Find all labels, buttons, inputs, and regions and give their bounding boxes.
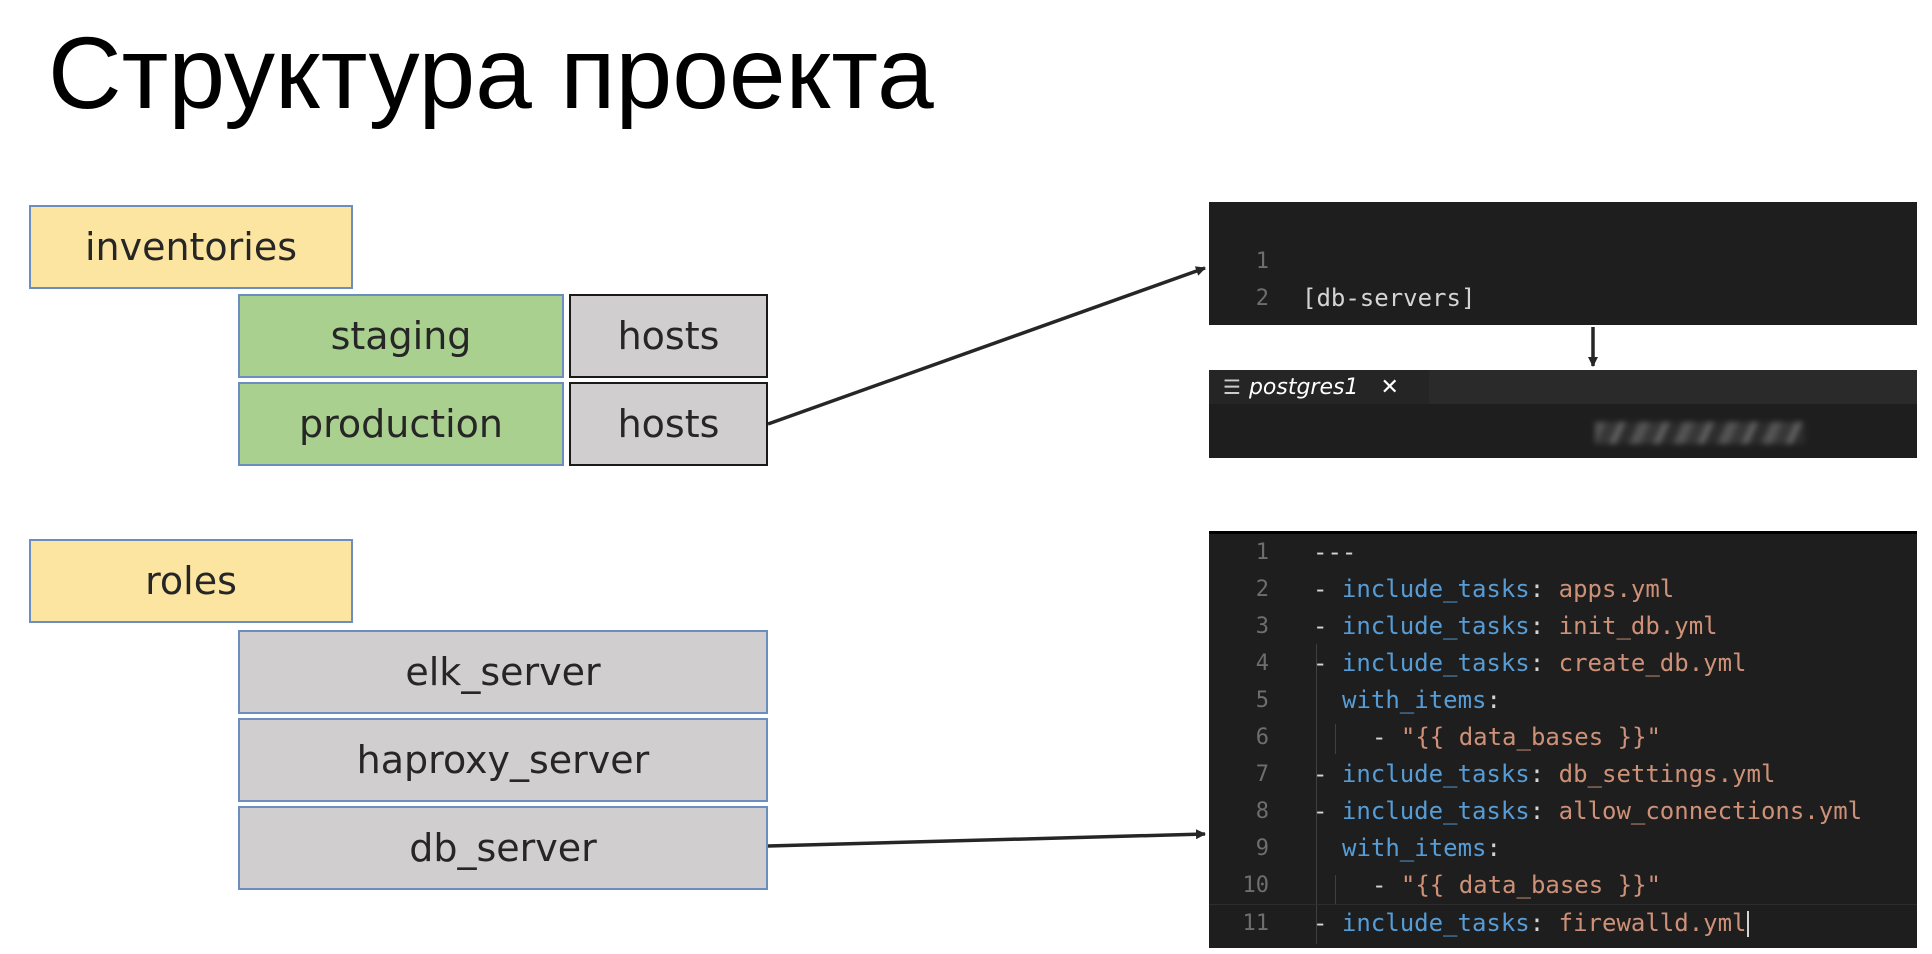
hosts-to-inventory-arrow [767,266,1206,426]
hosts-file-editor: 1 [db-servers] 2 postgres1 3 postgres2 [1209,202,1917,325]
task-line: - include_tasks: create_db.yml [1313,649,1747,677]
line-number: 7 [1255,762,1269,787]
staging-folder: staging [238,294,564,378]
line-number: 10 [1242,873,1270,898]
task-line: - include_tasks: allow_connections.yml [1313,797,1863,825]
task-line: - include_tasks: init_db.yml [1313,612,1718,640]
production-folder: production [238,382,564,466]
close-icon[interactable]: ✕ [1380,374,1399,400]
line-number: 3 [1209,317,1269,325]
line-number: 1 [1255,249,1269,274]
task-line: - include_tasks: firewalld.yml [1313,909,1749,937]
line-number: 1 [1209,451,1269,458]
yaml-doc-start: --- [1313,538,1357,566]
line-number: 4 [1255,651,1269,676]
line-number: 3 [1255,614,1269,639]
lines-icon: ☰ [1223,375,1241,399]
staging-hosts-file: hosts [569,294,768,378]
role-haproxy-server: haproxy_server [238,718,768,802]
line-number: 9 [1255,836,1269,861]
hosts-entry-line: postgres1 [1302,317,1432,325]
with-items-line: with_items: [1342,834,1501,862]
line-number: 2 [1255,577,1269,602]
inventories-folder: inventories [29,205,353,289]
slide-title: Структура проекта [48,16,934,130]
text-cursor [1746,911,1749,937]
role-to-tasks-arrow [767,829,1206,848]
task-line: - include_tasks: apps.yml [1313,575,1675,603]
with-items-line: with_items: [1342,686,1501,714]
line-number: 2 [1255,286,1269,311]
item-line: - "{{ data_bases }}" [1372,723,1661,751]
editor-tab-bar: ☰ postgres1 ✕ [1209,370,1917,404]
line-number: 1 [1255,540,1269,565]
tasks-editor: 1 --- 2 - include_tasks: apps.yml 3 - inclu… [1209,531,1917,948]
role-db-server: db_server [238,806,768,890]
item-line: - "{{ data_bases }}" [1372,871,1661,899]
role-elk-server: elk_server [238,630,768,714]
production-hosts-file: hosts [569,382,768,466]
roles-folder: roles [29,539,353,623]
editor-tab[interactable]: ☰ postgres1 ✕ [1209,370,1429,404]
line-number: 8 [1255,799,1269,824]
line-number: 5 [1255,688,1269,713]
line-number: 6 [1255,725,1269,750]
tab-title: postgres1 [1248,374,1359,400]
redacted-ip [1595,422,1805,444]
hosts-group-line: [db-servers] [1302,284,1476,312]
line-number: 11 [1242,911,1270,936]
host-vars-editor: ☰ postgres1 ✕ 1 ansible_ssh_host: [1209,370,1917,458]
task-line: - include_tasks: db_settings.yml [1313,760,1776,788]
